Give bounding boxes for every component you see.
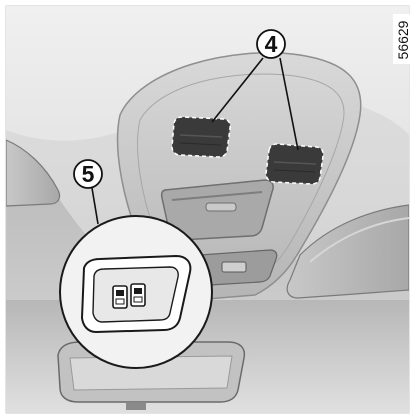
callout-4-label: 4 <box>265 31 278 57</box>
light-switch-left <box>113 286 127 308</box>
switch-detail-inset <box>60 216 212 368</box>
rearview-mirror-mount <box>126 402 146 410</box>
reference-number: 56629 <box>395 20 411 59</box>
light-switch-right <box>131 284 145 306</box>
console-lower-button <box>222 262 246 272</box>
callout-5: 5 <box>74 160 102 188</box>
sensor-pad-right <box>266 144 323 184</box>
callout-5-label: 5 <box>82 161 95 187</box>
callout-4: 4 <box>257 30 285 58</box>
sensor-pad-left <box>172 117 230 157</box>
console-storage-latch <box>206 203 236 211</box>
